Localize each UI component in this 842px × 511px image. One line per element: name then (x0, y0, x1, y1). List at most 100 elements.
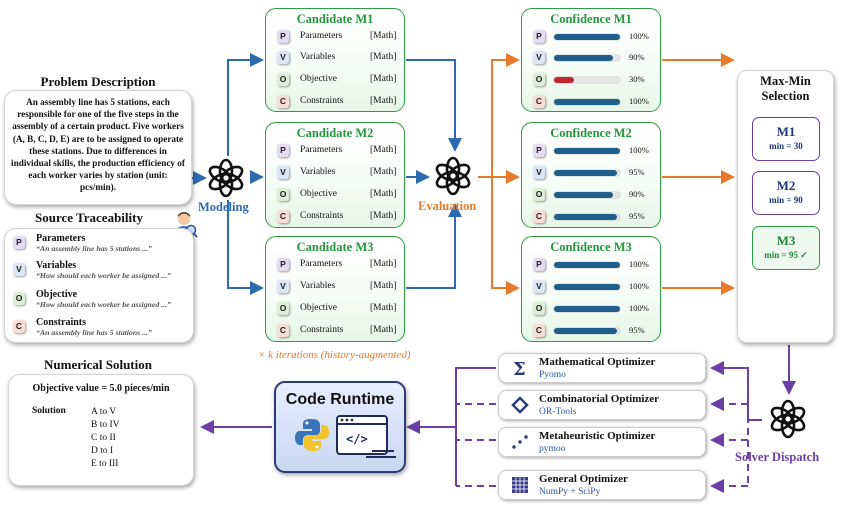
optimizer-metaheuristic: Metaheuristic Optimizer pymoo (498, 427, 706, 457)
assignment-item: C to II (91, 433, 116, 443)
row-label: Objective (300, 74, 337, 84)
confidence-percent: 30% (629, 74, 645, 84)
confidence-bar-fill (554, 34, 620, 40)
confidence-bar (554, 77, 620, 83)
optimizer-lib: Pyomo (539, 370, 566, 380)
confidence-title: Confidence M2 (550, 126, 632, 140)
confidence-percent: 100% (629, 259, 649, 269)
confidence-percent: 90% (629, 52, 645, 62)
assignment-item: B to IV (91, 420, 120, 430)
optimizer-lib: OR-Tools (539, 407, 577, 417)
code-runtime-panel: Code Runtime </> (274, 381, 406, 473)
maxmin-title-line2: Selection (761, 89, 810, 103)
candidate-title: Candidate M1 (296, 12, 374, 26)
confidence-bar-fill (554, 306, 620, 312)
trace-quote: “How should each worker be assigned ...” (36, 300, 171, 309)
iterations-note: × k iterations (history-augmented) (258, 349, 411, 361)
grid-icon (512, 477, 528, 493)
evaluation-label: Evaluation (418, 199, 477, 213)
row-value: [Math] (370, 31, 397, 41)
code-window-icon: </> (336, 415, 396, 458)
traceability-panel: P Parameters “An assembly line has 5 sta… (4, 228, 194, 343)
runtime-title: Code Runtime (285, 391, 395, 408)
trace-item-variables: V Variables “How should each worker be a… (13, 260, 193, 286)
confidence-bar-fill (554, 192, 614, 198)
confidence-bar (554, 214, 620, 220)
modeling-label: Modeling (198, 200, 249, 214)
assignment-list: A to V B to IV C to II D to I E to III (91, 406, 120, 471)
constraints-badge: C (533, 210, 545, 223)
optimizer-lib: pymoo (539, 444, 566, 454)
confidence-bar-fill (554, 77, 574, 83)
confidence-percent: 90% (629, 189, 645, 199)
variables-badge: V (277, 280, 289, 293)
row-value: [Math] (370, 211, 397, 221)
trace-name: Parameters (36, 233, 86, 244)
row-value: [Math] (370, 281, 397, 291)
row-value: [Math] (370, 96, 397, 106)
svg-text:Σ: Σ (513, 359, 526, 377)
parameters-badge: P (533, 258, 545, 271)
confidence-percent: 95% (629, 167, 645, 177)
confidence-bar (554, 170, 620, 176)
confidence-percent: 100% (629, 96, 649, 106)
maxmin-item-m3-selected: M3 min = 95 ✓ (752, 226, 820, 270)
solution-label: Solution (32, 406, 66, 416)
confidence-bar (554, 328, 620, 334)
row-value: [Math] (370, 259, 397, 269)
objective-badge: O (533, 188, 545, 201)
optimizer-name: Mathematical Optimizer (539, 356, 656, 368)
confidence-bar-fill (554, 99, 620, 105)
diamond-icon (511, 396, 529, 414)
confidence-bar-fill (554, 284, 620, 290)
optimizer-name: Combinatorial Optimizer (539, 393, 660, 405)
maxmin-item-m1: M1 min = 30 (752, 117, 820, 161)
model-min: min = 90 (769, 195, 803, 205)
row-value: [Math] (370, 325, 397, 335)
candidate-title: Candidate M2 (296, 126, 374, 140)
objective-badge: O (533, 73, 545, 86)
trace-quote: “An assembly line has 5 stations ...” (36, 328, 152, 337)
llm-modeling-icon (208, 158, 244, 198)
row-label: Parameters (300, 259, 343, 269)
confidence-bar-fill (554, 55, 614, 61)
row-label: Variables (300, 167, 336, 177)
trace-quote: “How should each worker be assigned ...” (36, 271, 171, 280)
problem-description-panel: An assembly line has 5 stations, each re… (4, 90, 192, 205)
optimizer-name: General Optimizer (539, 473, 628, 485)
confidence-percent: 100% (629, 303, 649, 313)
confidence-bar (554, 34, 620, 40)
confidence-percent: 100% (629, 145, 649, 155)
optimizer-general: General Optimizer NumPy + SciPy (498, 470, 706, 500)
maxmin-title-line1: Max-Min (760, 74, 811, 88)
svg-text:</>: </> (346, 432, 368, 446)
assignment-item: E to III (91, 459, 119, 469)
maxmin-item-m2: M2 min = 90 (752, 171, 820, 215)
confidence-bar (554, 99, 620, 105)
optimizer-mathematical: Σ Mathematical Optimizer Pyomo (498, 353, 706, 383)
model-min: min = 95 ✓ (764, 250, 808, 260)
trace-item-objective: O Objective “How should each worker be a… (13, 289, 193, 315)
parameters-badge: P (277, 258, 289, 271)
problem-text: An assembly line has 5 stations, each re… (11, 97, 185, 193)
confidence-percent: 100% (629, 31, 649, 41)
solution-title: Numerical Solution (44, 357, 152, 372)
model-name: M2 (776, 178, 796, 193)
model-min: min = 30 (769, 141, 803, 151)
confidence-bar (554, 192, 620, 198)
confidence-bar-fill (554, 328, 617, 334)
objective-badge: O (533, 302, 545, 315)
trace-name: Constraints (36, 317, 87, 328)
confidence-title: Confidence M1 (550, 12, 632, 26)
objective-value: Objective value = 5.0 pieces/min (32, 383, 170, 394)
traceability-title: Source Traceability (35, 210, 143, 225)
confidence-bar-fill (554, 148, 620, 154)
row-label: Constraints (300, 96, 344, 106)
